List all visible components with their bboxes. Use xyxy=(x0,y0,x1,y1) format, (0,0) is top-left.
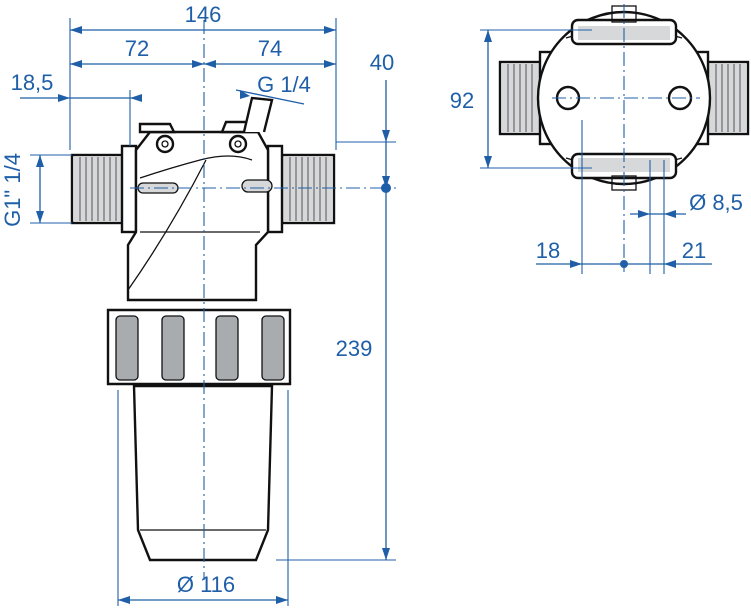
front-dimensions: 146 72 74 18,5 G 1/4 G1" 1/4 xyxy=(0,2,396,606)
dim-hole-right: 21 xyxy=(682,238,706,263)
dim-side-height: 92 xyxy=(450,88,474,113)
dim-inlet-thread: G1" 1/4 xyxy=(0,153,25,227)
dim-overall-height: 239 xyxy=(336,336,373,361)
dim-port-thread: G 1/4 xyxy=(257,72,311,97)
dim-left-offset: 72 xyxy=(125,36,149,61)
top-view xyxy=(498,4,750,272)
filter-bowl xyxy=(132,384,274,562)
right-outlet-fitting xyxy=(266,144,336,234)
left-inlet-fitting xyxy=(70,144,138,234)
filter-head xyxy=(126,96,274,302)
dim-mount-hole: Ø 8,5 xyxy=(689,190,743,215)
top-dimensions: 92 18 21 Ø 8,5 xyxy=(450,29,743,274)
bowl-nut xyxy=(106,308,292,386)
dim-top-height: 40 xyxy=(370,50,394,75)
dim-port-offset: 18,5 xyxy=(11,70,54,95)
dim-overall-width: 146 xyxy=(185,2,222,27)
dim-right-offset: 74 xyxy=(258,36,282,61)
dim-bowl-diameter: Ø 116 xyxy=(177,572,235,597)
front-view xyxy=(70,20,396,580)
dim-hole-left: 18 xyxy=(536,238,560,263)
